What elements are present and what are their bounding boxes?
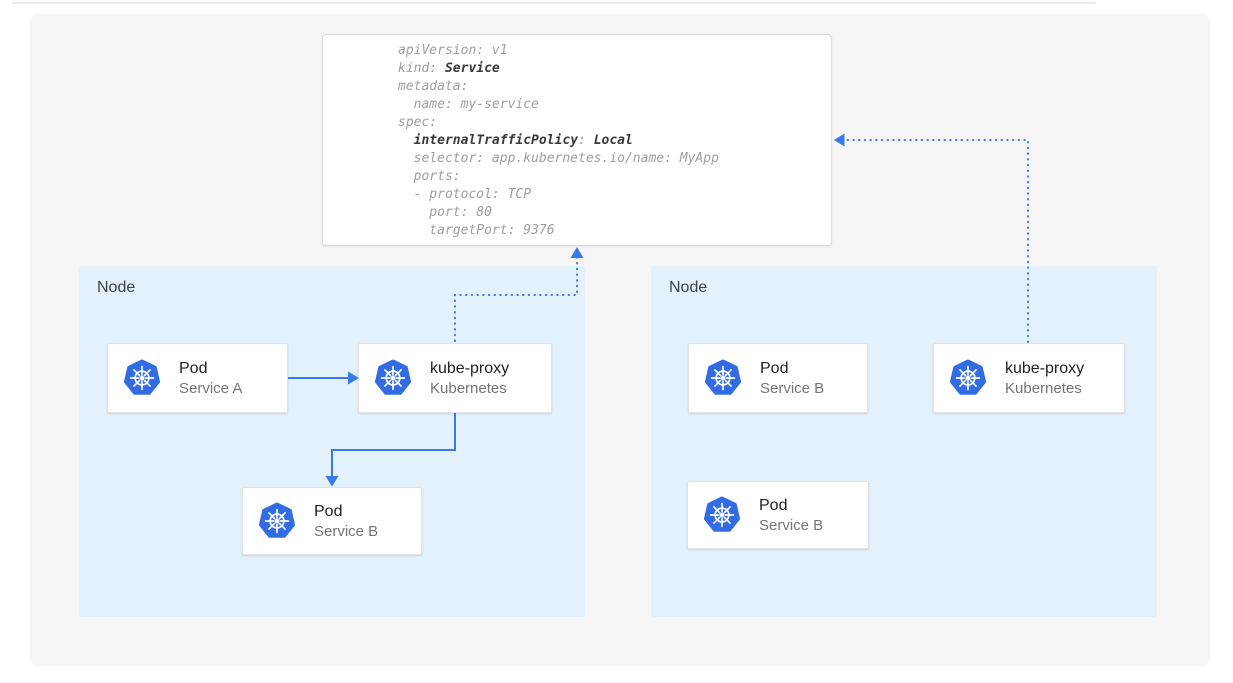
- card-title: kube-proxy: [430, 359, 510, 377]
- yaml-code-line: kind: Service: [398, 61, 500, 76]
- kubernetes-logo-icon: [374, 359, 412, 397]
- yaml-code-line: apiVersion: v1: [398, 43, 508, 58]
- top-divider: [12, 2, 1096, 4]
- card-text: Pod Service B: [759, 496, 823, 535]
- kube-proxy-card-left: kube-proxy Kubernetes: [358, 343, 552, 413]
- yaml-code: apiVersion: v1 kind: Service metadata: nam…: [398, 42, 821, 240]
- node-panel-left: Node: [79, 266, 585, 617]
- yaml-code-line: ports:: [398, 169, 461, 184]
- card-text: Pod Service A: [179, 359, 242, 398]
- card-subtitle: Service B: [314, 522, 379, 540]
- card-subtitle: Kubernetes: [430, 379, 507, 397]
- card-text: kube-proxy Kubernetes: [1005, 359, 1084, 398]
- yaml-code-line: selector: app.kubernetes.io/name: MyApp: [398, 151, 719, 166]
- yaml-code-line: port: 80: [398, 205, 492, 220]
- card-title: Pod: [179, 359, 208, 377]
- pod-card-service-b-right-bottom: Pod Service B: [687, 481, 869, 549]
- service-yaml-card: apiVersion: v1 kind: Service metadata: nam…: [322, 34, 832, 246]
- card-text: Pod Service B: [760, 359, 824, 398]
- yaml-code-line: targetPort: 9376: [398, 223, 555, 238]
- kubernetes-logo-icon: [123, 359, 161, 397]
- yaml-code-line: name: my-service: [398, 97, 539, 112]
- card-title: Pod: [314, 502, 343, 520]
- yaml-code-line: - protocol: TCP: [398, 187, 532, 202]
- card-subtitle: Service B: [759, 516, 824, 534]
- kubernetes-logo-icon: [704, 359, 742, 397]
- node-label: Node: [97, 279, 136, 296]
- kube-proxy-card-right: kube-proxy Kubernetes: [933, 343, 1125, 413]
- pod-card-service-b-left: Pod Service B: [242, 487, 422, 555]
- node-label: Node: [669, 279, 708, 296]
- card-text: Pod Service B: [314, 502, 378, 541]
- card-text: kube-proxy Kubernetes: [430, 359, 509, 398]
- card-subtitle: Kubernetes: [1005, 379, 1082, 397]
- yaml-code-line: spec:: [398, 115, 438, 130]
- pod-card-service-b-right-top: Pod Service B: [688, 343, 868, 413]
- card-title: Pod: [760, 359, 789, 377]
- pod-card-service-a: Pod Service A: [107, 343, 288, 413]
- card-title: Pod: [759, 496, 788, 514]
- yaml-code-line: internalTrafficPolicy: Local: [413, 133, 633, 148]
- card-subtitle: Service B: [760, 379, 825, 397]
- kubernetes-logo-icon: [949, 359, 987, 397]
- card-subtitle: Service A: [179, 379, 243, 397]
- kubernetes-logo-icon: [258, 502, 296, 540]
- card-title: kube-proxy: [1005, 359, 1085, 377]
- node-panel-right: Node: [651, 266, 1157, 617]
- kubernetes-logo-icon: [703, 496, 741, 534]
- yaml-code-line: metadata:: [398, 79, 469, 94]
